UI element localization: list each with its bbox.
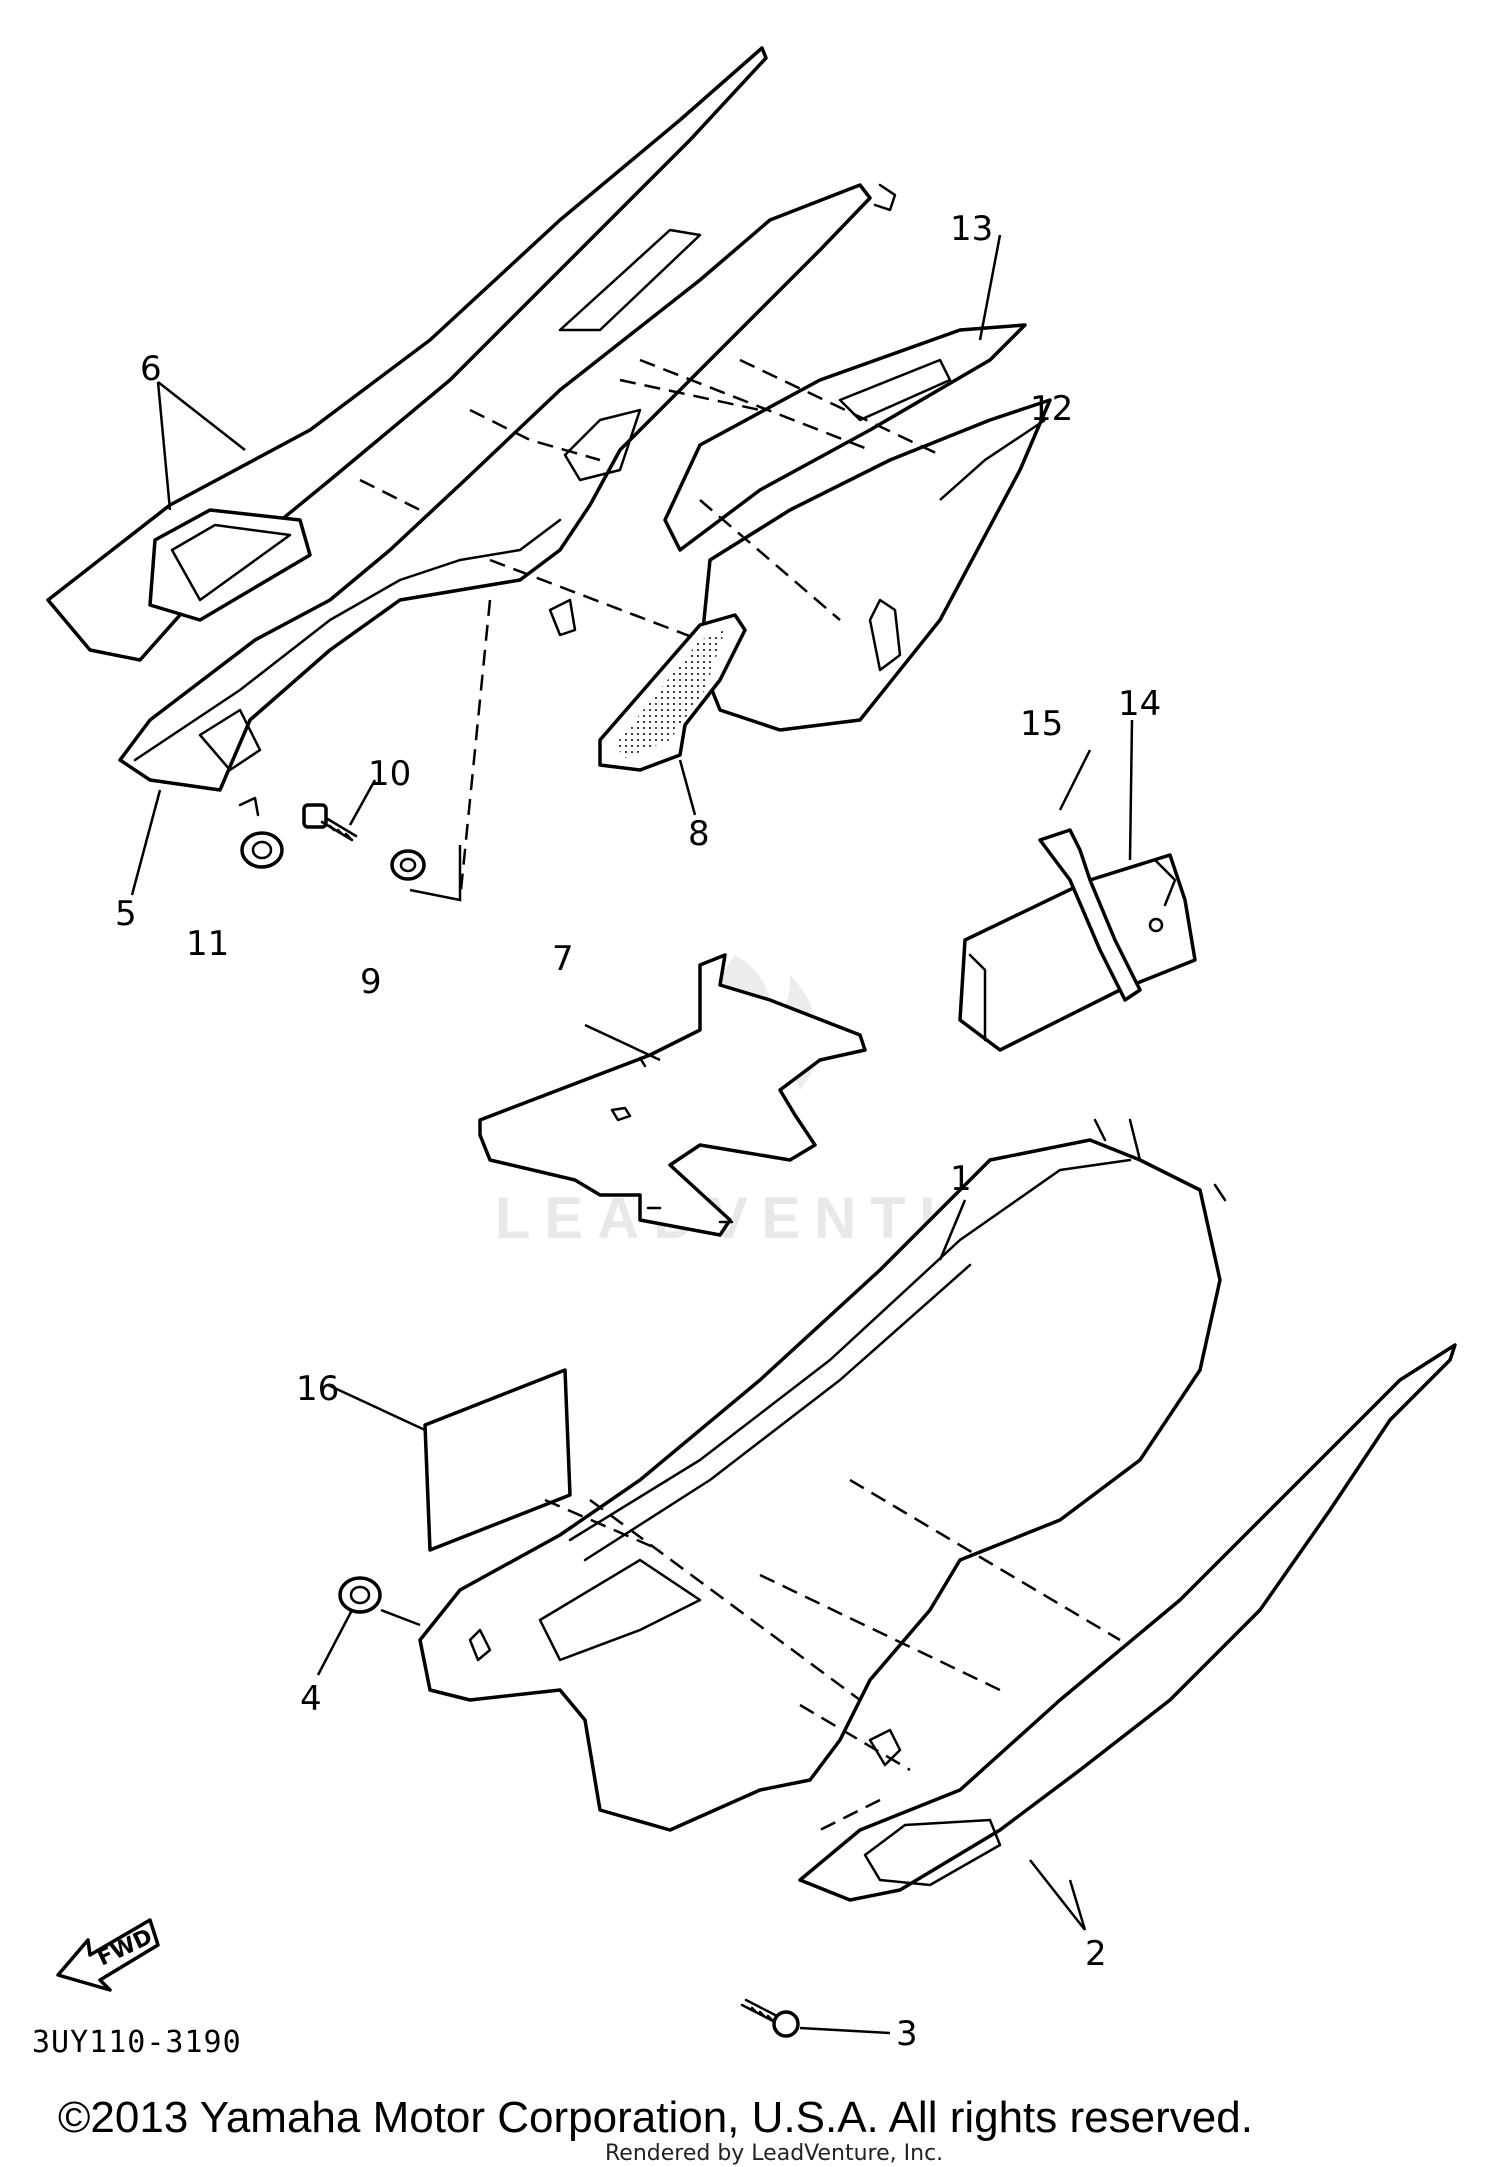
- callout-8: 8: [688, 814, 710, 854]
- part-2-decal: [798, 1343, 1457, 1902]
- copyright-text: ©2013 Yamaha Motor Corporation, U.S.A. A…: [58, 2093, 1253, 2142]
- callout-2: 2: [1085, 1934, 1107, 1974]
- diagram-code: 3UY110-3190: [32, 2025, 242, 2060]
- callout-13: 13: [950, 209, 993, 249]
- part-14-tool-bag: [958, 853, 1197, 1052]
- part-1-side-cover: [418, 1118, 1227, 1832]
- part-11-grommet: [240, 831, 284, 869]
- part-6-decal: [46, 46, 768, 662]
- part-12-panel: [698, 398, 1052, 732]
- part-5-side-cover: [118, 183, 897, 817]
- part-4-grommet: [338, 1576, 382, 1614]
- callout-5: 5: [115, 894, 137, 934]
- callout-11: 11: [186, 924, 229, 964]
- callout-6: 6: [140, 349, 162, 389]
- part-9-collar: [390, 849, 426, 881]
- assembly-lines: [359, 358, 1121, 1832]
- callout-3: 3: [896, 2014, 918, 2054]
- fwd-arrow-icon: FWD: [56, 1918, 160, 1992]
- part-16-plate: [423, 1368, 572, 1552]
- part-7-plate: [478, 953, 867, 1237]
- callout-4: 4: [300, 1679, 322, 1719]
- leader-lines: [130, 234, 1134, 2035]
- callout-16: 16: [296, 1369, 339, 1409]
- part-8-sponge: [598, 613, 747, 772]
- callout-15: 15: [1020, 704, 1063, 744]
- part-3-screw: [740, 1998, 800, 2038]
- part-15-band: [1038, 828, 1142, 1002]
- part-10-bolt: [302, 803, 358, 842]
- callout-14: 14: [1118, 684, 1161, 724]
- rendered-by-text: Rendered by LeadVenture, Inc.: [605, 2141, 943, 2166]
- callout-10: 10: [368, 754, 411, 794]
- callout-7: 7: [552, 939, 574, 979]
- callout-9: 9: [360, 962, 382, 1002]
- callout-1: 1: [950, 1159, 972, 1199]
- callouts: 1 2 3 4 5 6 7 8 9 10 11 12 13 14 15 16: [115, 209, 1161, 2054]
- callout-12: 12: [1030, 389, 1073, 429]
